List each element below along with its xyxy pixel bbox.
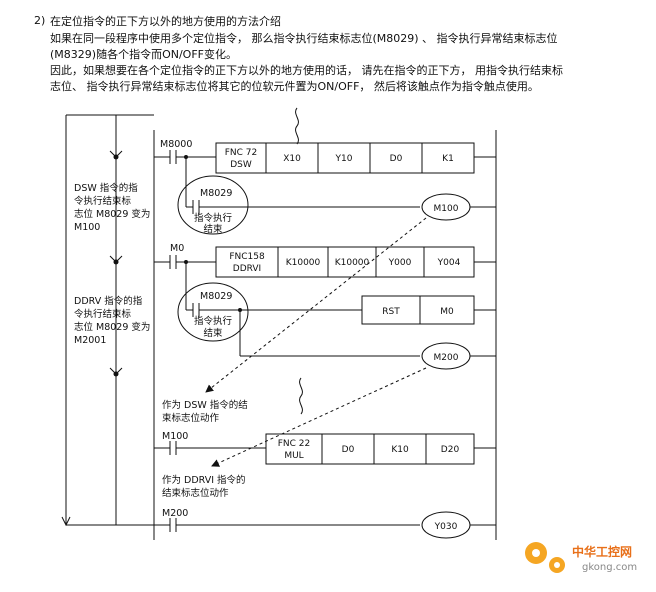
operand: M0 (440, 307, 454, 317)
instruction-name: MUL (284, 451, 303, 461)
left-note: M2001 (74, 335, 106, 346)
callout-ellipse (177, 282, 249, 342)
left-note: 志位 M8029 变为 (74, 208, 150, 220)
operand: D0 (342, 445, 355, 455)
instruction-name: FNC 22 (278, 439, 311, 449)
callout-ellipse (177, 175, 249, 235)
break-mark (295, 107, 299, 145)
mid-note: 束标志位动作 (162, 412, 220, 424)
instruction-name: DDRVI (233, 264, 261, 274)
instruction-name: FNC158 (229, 252, 265, 262)
contact-label: M100 (162, 431, 188, 442)
operand: K1 (442, 154, 454, 164)
contact-label: M200 (162, 508, 188, 519)
junction-dot (184, 260, 188, 264)
operand: Y004 (437, 258, 461, 268)
operand: K10 (391, 445, 409, 455)
coil-label: Y030 (434, 522, 458, 532)
intro-line: 如果在同一段程序中使用多个定位指令， 那么指令执行结束标志位(M8029) 、 … (50, 32, 558, 45)
left-note: M100 (74, 222, 100, 233)
operand: D20 (441, 445, 460, 455)
left-note: 志位 M8029 变为 (74, 321, 150, 333)
instruction-name: FNC 72 (225, 148, 258, 158)
coil-label: M200 (434, 353, 459, 363)
callout-text: 指令执行 (194, 315, 233, 327)
instruction-name: DSW (230, 160, 252, 170)
left-note: 令执行结束标 (74, 195, 132, 207)
contact-label: M8000 (160, 139, 192, 150)
section-number: 2) (34, 14, 46, 27)
operand: X10 (283, 154, 301, 164)
callout-text: 结束 (203, 327, 223, 339)
left-note: DSW 指令的指 (74, 182, 138, 194)
break-mark (299, 377, 303, 415)
intro-line: 志位、 指令执行异常结束标志位将其它的位软元件置为ON/OFF， 然后将该触点作… (50, 80, 539, 93)
watermark-logo: 中华工控网 gkong.com (525, 542, 637, 573)
callout-text: 指令执行 (194, 212, 233, 224)
contact-label: M8029 (200, 188, 232, 199)
intro-line: (M8329)随各个指令而ON/OFF变化。 (50, 48, 237, 61)
operand: K10000 (286, 258, 321, 268)
mid-note: 作为 DDRVI 指令的 (162, 474, 246, 486)
left-note: DDRV 指令的指 (74, 295, 143, 307)
mid-note: 作为 DSW 指令的结 (162, 399, 248, 411)
operand: K10000 (335, 258, 370, 268)
intro-line: 因此，如果想要在各个定位指令的正下方以外的地方使用的话， 请先在指令的正下方， … (50, 64, 563, 77)
watermark-brand: 中华工控网 (572, 544, 632, 559)
contact-label: M8029 (200, 291, 232, 302)
junction-dot (238, 308, 242, 312)
coil-label: M100 (434, 204, 459, 214)
section-title: 在定位指令的正下方以外的地方使用的方法介绍 (50, 15, 281, 28)
dashed-arrow (205, 217, 427, 393)
contact-label: M0 (170, 243, 184, 254)
operand: Y000 (388, 258, 412, 268)
operand: Y10 (335, 154, 353, 164)
operand: D0 (390, 154, 403, 164)
instruction-name: RST (382, 307, 400, 317)
junction-dot (184, 155, 188, 159)
mid-note: 结束标志位动作 (162, 487, 229, 499)
left-note: 令执行结束标 (74, 308, 132, 320)
callout-text: 结束 (203, 223, 223, 235)
watermark-url: gkong.com (582, 562, 637, 573)
